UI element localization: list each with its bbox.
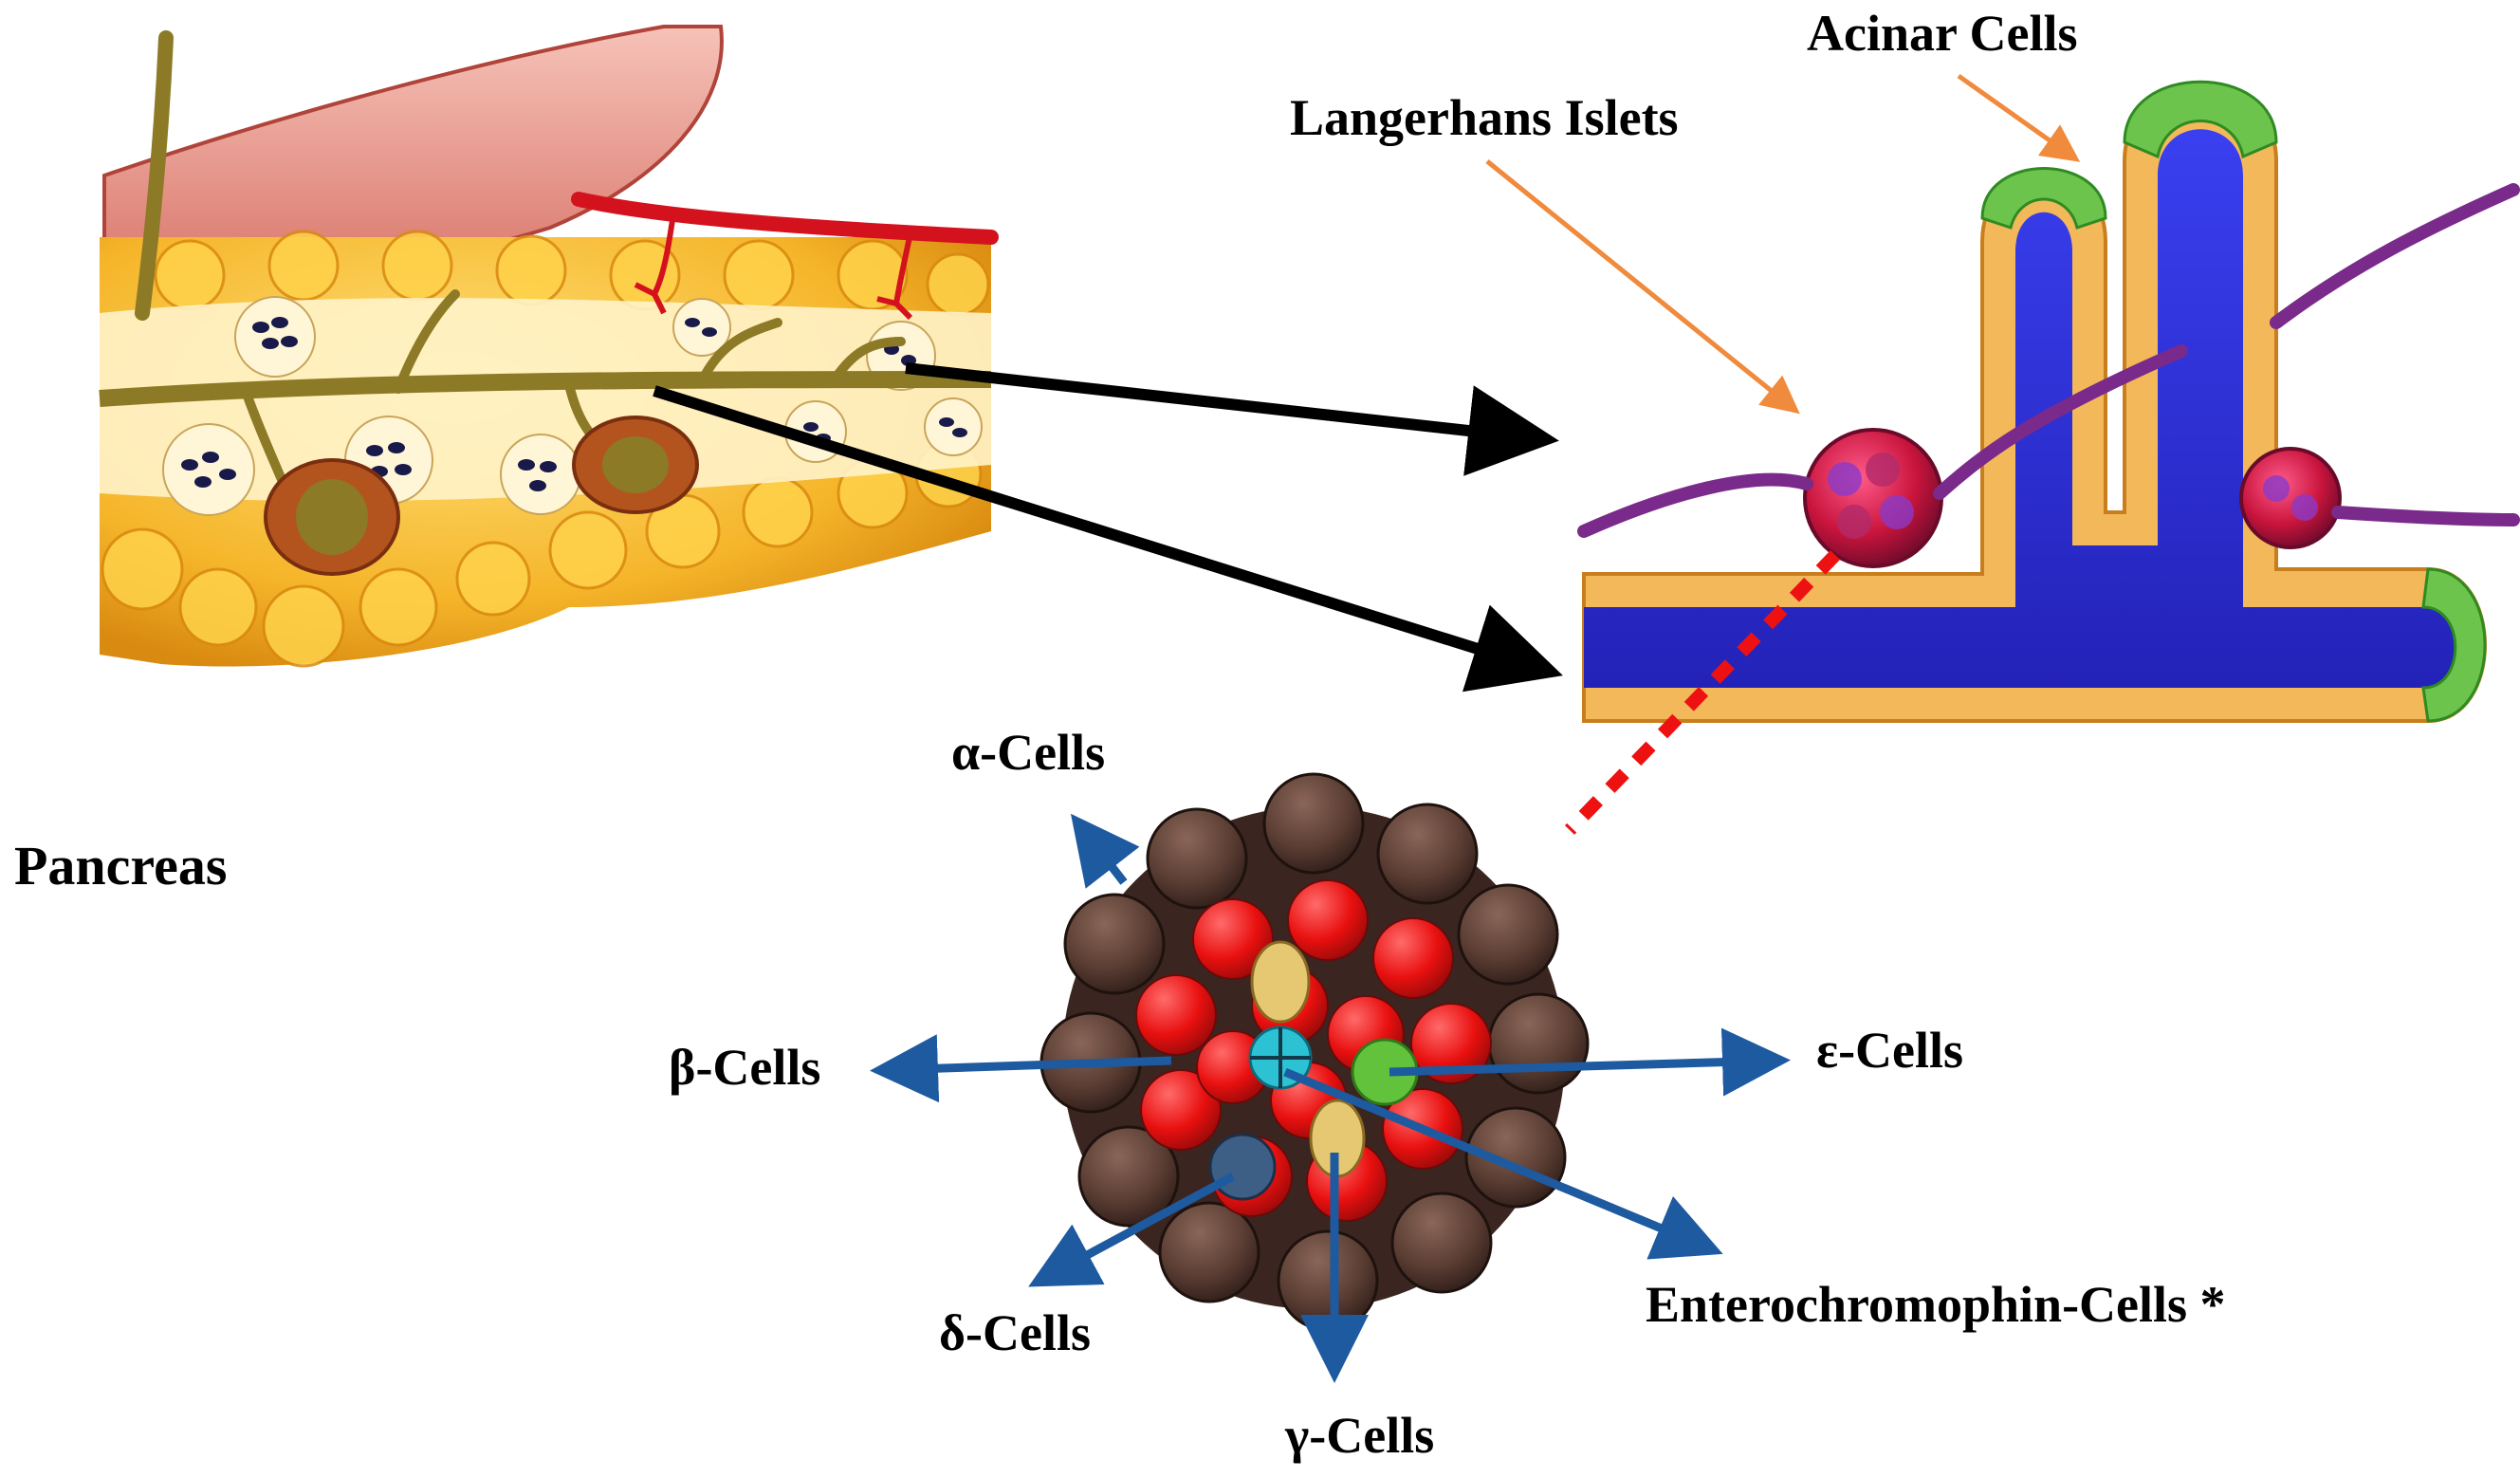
blood-vessel: [571, 192, 999, 245]
langerhans-islets-label: Langerhans Islets: [1290, 89, 1679, 146]
alpha-arrow: [1070, 813, 1140, 889]
enterochromophin-cells-label: Enterochromophin-Cells *: [1646, 1276, 2226, 1333]
pancreas-label: Pancreas: [14, 835, 228, 896]
alpha-cell: [1250, 940, 1311, 1024]
pancreas-illustration: [99, 25, 999, 668]
beta-cells-label: β-Cells: [669, 1039, 821, 1096]
acinar-cells-label: Acinar Cells: [1807, 5, 2078, 62]
zoom-arrows: [653, 362, 1563, 693]
epsilon-arrow: [1389, 1027, 1791, 1097]
delta-cells-label: δ-Cells: [939, 1304, 1091, 1361]
islet-cell-dots: [181, 317, 967, 491]
epsilon-cells-label: ε-Cells: [1816, 1022, 1964, 1079]
acinus-lumen: [1584, 129, 2456, 688]
vessel-branches: [634, 212, 913, 321]
islet-connector-dotted: [1564, 550, 1841, 835]
pancreatic-duct: [99, 371, 992, 407]
islet-large: [1803, 428, 1943, 568]
fat-lobules: [101, 230, 990, 668]
cell-arrows: [870, 813, 1791, 1383]
alpha-cells-label: α-Cells: [951, 724, 1106, 781]
annotation-arrows: [1485, 73, 2081, 415]
acinus-illustration: [1577, 80, 2520, 740]
tissue-band: [100, 298, 991, 502]
bile-duct-vertical: [135, 30, 174, 321]
gamma-cells-label: γ-Cells: [1285, 1407, 1435, 1464]
acinar-tips: [1980, 80, 2487, 723]
delta-arrow: [1028, 1173, 1236, 1287]
beta-arrow: [870, 1034, 1172, 1103]
islet-cell-cluster: [1039, 772, 1590, 1332]
acinus-vessels: [1577, 183, 2520, 538]
islet-small: [2239, 447, 2342, 549]
enterochromophin-arrow: [1283, 1067, 1723, 1260]
outer-cells: [1039, 772, 1590, 1332]
delta-cell: [1208, 1133, 1277, 1201]
